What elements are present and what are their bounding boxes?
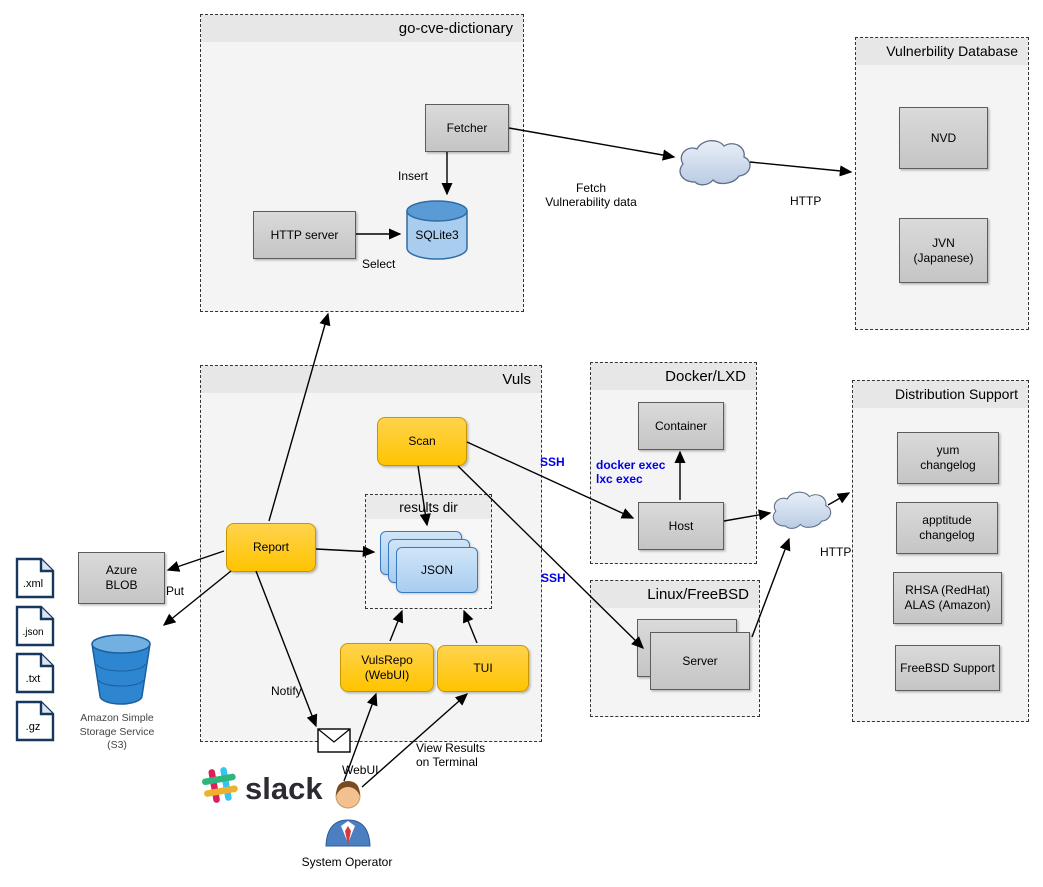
node-scan: Scan: [377, 417, 467, 466]
envelope-icon: [317, 728, 351, 753]
group-title-linux-freebsd: Linux/FreeBSD: [647, 586, 749, 603]
node-json: JSON: [396, 547, 478, 593]
label-ssh-docker: SSH: [540, 455, 565, 469]
label-ssh-linux: SSH: [541, 571, 566, 585]
edge-fetcher-cloud: [508, 127, 676, 161]
slack-logo: slack: [201, 767, 323, 806]
group-title-vulnerability-database: Vulnerbility Database: [886, 43, 1018, 59]
s3-caption: Amazon Simple Storage Service (S3): [79, 712, 155, 752]
node-fetcher: Fetcher: [425, 104, 509, 152]
node-freebsd-support: FreeBSD Support: [895, 645, 1000, 691]
file-icon-txt: .txt: [15, 652, 55, 694]
system-operator-icon: [325, 781, 371, 847]
group-title-distribution-support: Distribution Support: [895, 386, 1018, 402]
group-go-cve-dictionary: go-cve-dictionary: [200, 14, 524, 312]
file-label-gz: .gz: [26, 721, 41, 733]
node-server: Server: [650, 632, 750, 690]
system-operator-caption: System Operator: [301, 855, 393, 869]
node-jvn: JVN (Japanese): [899, 218, 988, 283]
group-title-go-cve-dictionary: go-cve-dictionary: [398, 20, 513, 37]
group-title-vuls: Vuls: [502, 371, 531, 388]
node-report: Report: [226, 523, 316, 572]
file-label-txt: .txt: [26, 673, 41, 685]
group-header-band: [853, 381, 1028, 408]
node-vulsrepo: VulsRepo (WebUI): [340, 643, 434, 692]
label-view-results: View Results on Terminal: [416, 741, 486, 769]
node-yum-changelog: yum changelog: [897, 432, 999, 484]
group-header-band: [856, 38, 1028, 65]
node-http-server: HTTP server: [253, 211, 356, 259]
label-insert: Insert: [398, 169, 429, 183]
label-select: Select: [362, 257, 396, 271]
label-fetch-vulnerability-data: Fetch Vulnerability data: [545, 181, 637, 209]
node-rhsa-alas: RHSA (RedHat) ALAS (Amazon): [893, 572, 1002, 624]
cloud-internet-right: [772, 491, 832, 529]
s3-bucket-icon: [91, 634, 151, 705]
edge-cloud2-distsupport: [827, 492, 851, 506]
file-icon-gz: .gz: [15, 700, 55, 742]
group-header-band: [201, 15, 523, 42]
sqlite3-label: SQLite3: [415, 228, 459, 242]
label-webui: WebUI: [342, 763, 379, 777]
slack-hash-icon: [201, 767, 238, 803]
group-header-band: [201, 366, 541, 393]
file-icon-xml: .xml: [15, 557, 55, 599]
label-notify: Notify: [271, 684, 302, 698]
cloud-internet-top: [679, 140, 751, 186]
sqlite3-database-icon: SQLite3: [406, 200, 468, 260]
slack-wordmark: slack: [245, 771, 323, 806]
node-azure-blob: Azure BLOB: [78, 552, 165, 604]
file-icon-json: .json: [15, 605, 55, 647]
label-put: Put: [166, 584, 185, 598]
node-tui: TUI: [437, 645, 529, 692]
group-header-band: [591, 363, 756, 390]
node-apptitude-changelog: apptitude changelog: [896, 502, 998, 554]
file-label-xml: .xml: [23, 578, 43, 590]
label-http-right: HTTP: [820, 545, 852, 559]
edge-cloud-vulndb: [749, 161, 853, 177]
file-label-json: .json: [22, 627, 43, 638]
group-title-docker-lxd: Docker/LXD: [665, 368, 746, 385]
node-container: Container: [638, 402, 724, 450]
label-docker-exec: docker exec lxc exec: [596, 458, 666, 486]
group-vulnerability-database: Vulnerbility Database: [855, 37, 1029, 330]
group-title-results-dir: results dir: [399, 500, 458, 515]
node-host: Host: [638, 502, 724, 550]
node-nvd: NVD: [899, 107, 988, 169]
label-http-top: HTTP: [790, 194, 822, 208]
